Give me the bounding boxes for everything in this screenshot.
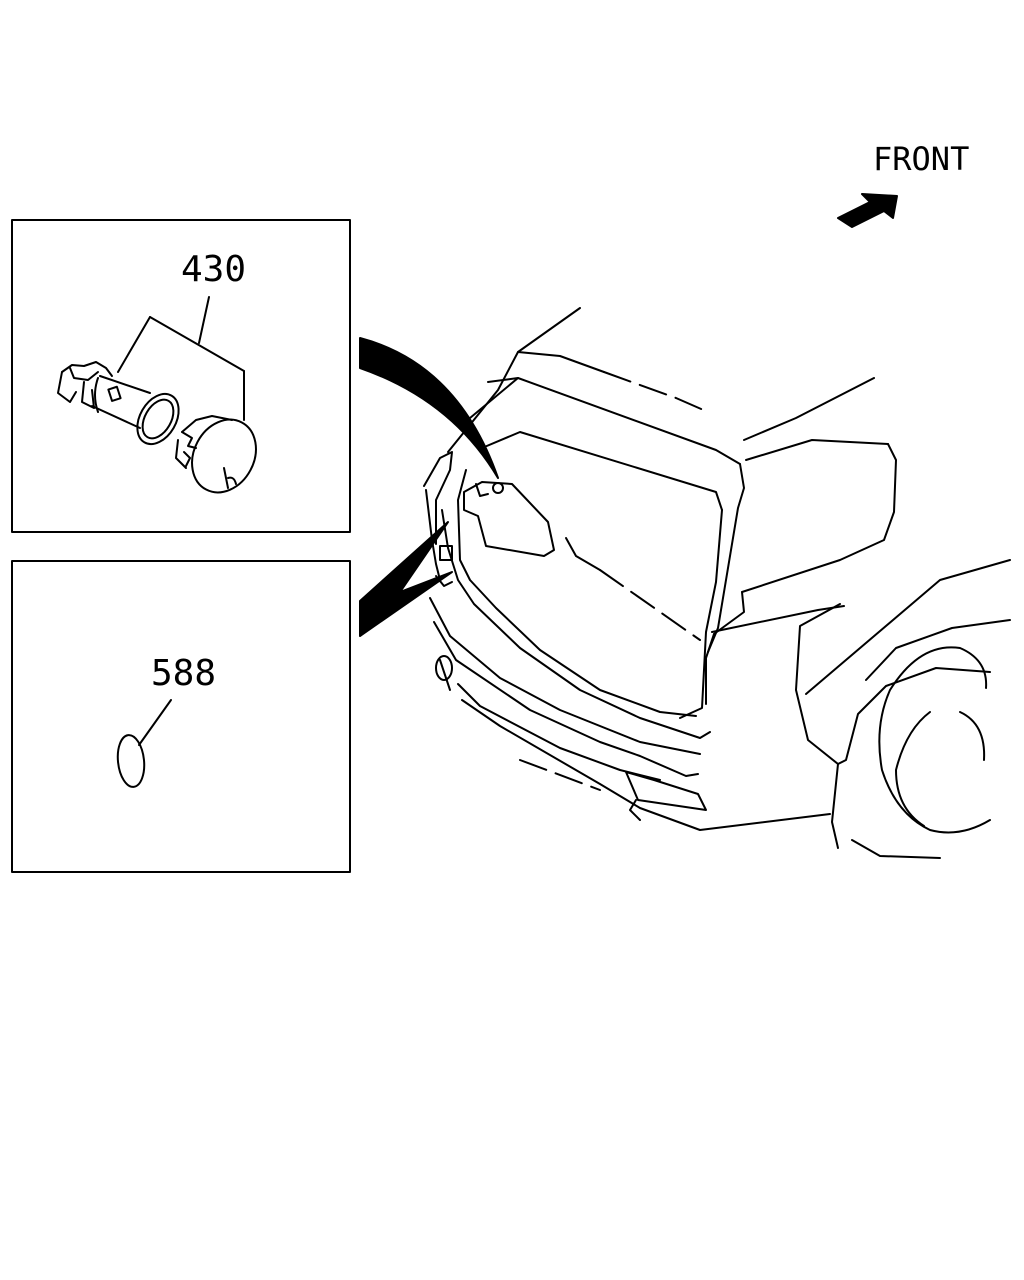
- detail-frame-588: [12, 561, 350, 872]
- leader-line-430: [118, 297, 244, 420]
- part-number-430: 430: [181, 249, 247, 290]
- front-arrow-icon: [838, 194, 897, 227]
- leader-line-588: [139, 700, 171, 745]
- lens-icon: [115, 734, 146, 788]
- socket-bulb-icon: [58, 362, 187, 451]
- vehicle-body: [424, 308, 1010, 858]
- pointer-wedge-upper: [360, 338, 498, 478]
- part-number-588: 588: [151, 653, 217, 694]
- front-label: FRONT: [873, 140, 970, 178]
- lamp-cap-icon: [176, 408, 268, 503]
- detail-frame-430: [12, 220, 350, 532]
- pointer-wedge-lower: [360, 522, 452, 636]
